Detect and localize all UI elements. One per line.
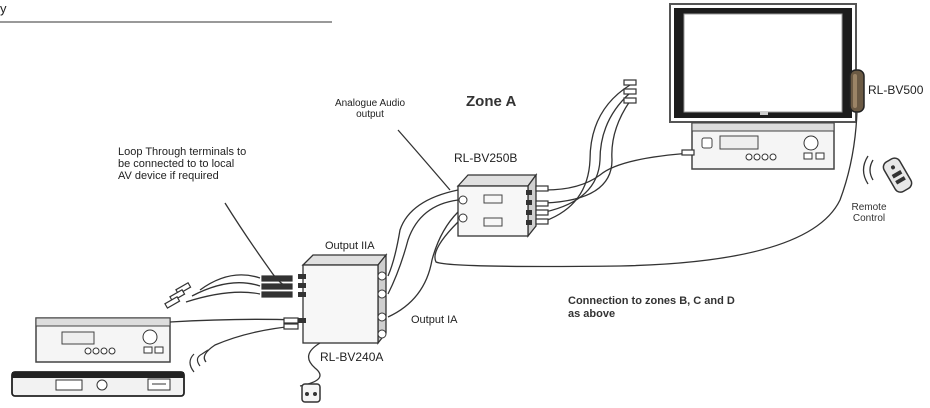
truncated-top-text: y: [0, 1, 7, 16]
dvd-player-icon: [11, 371, 185, 397]
rl-bv240a-label: RL-BV240A: [320, 350, 384, 364]
output-ia-label: Output IA: [411, 314, 458, 326]
analogue-audio-label: Analogue Audio output: [334, 98, 406, 120]
tv-icon: [669, 3, 857, 123]
zone-a-heading: Zone A: [466, 93, 517, 110]
loop-through-label: Loop Through terminals to be connected t…: [118, 146, 247, 182]
output-iia-label: Output IIA: [325, 240, 375, 252]
cables: [169, 84, 858, 387]
av-receiver-source-icon: [35, 317, 171, 363]
ir-receiver-icon: [849, 69, 865, 113]
rl-bv250b-box-icon: [456, 173, 538, 238]
connection-zones-label: Connection to zones B, C and D as above: [568, 295, 735, 320]
rl-bv250b-label: RL-BV250B: [454, 151, 518, 165]
remote-control-icon: [862, 155, 913, 193]
rl-bv500-label: RL-BV500: [868, 83, 924, 97]
power-plug-icon: [301, 383, 321, 403]
rl-bv240a-box-icon: [298, 253, 388, 345]
av-receiver-zone-a-icon: [691, 122, 835, 170]
rca-plug-icon: [164, 79, 695, 373]
remote-control-label: Remote Control: [851, 202, 887, 224]
